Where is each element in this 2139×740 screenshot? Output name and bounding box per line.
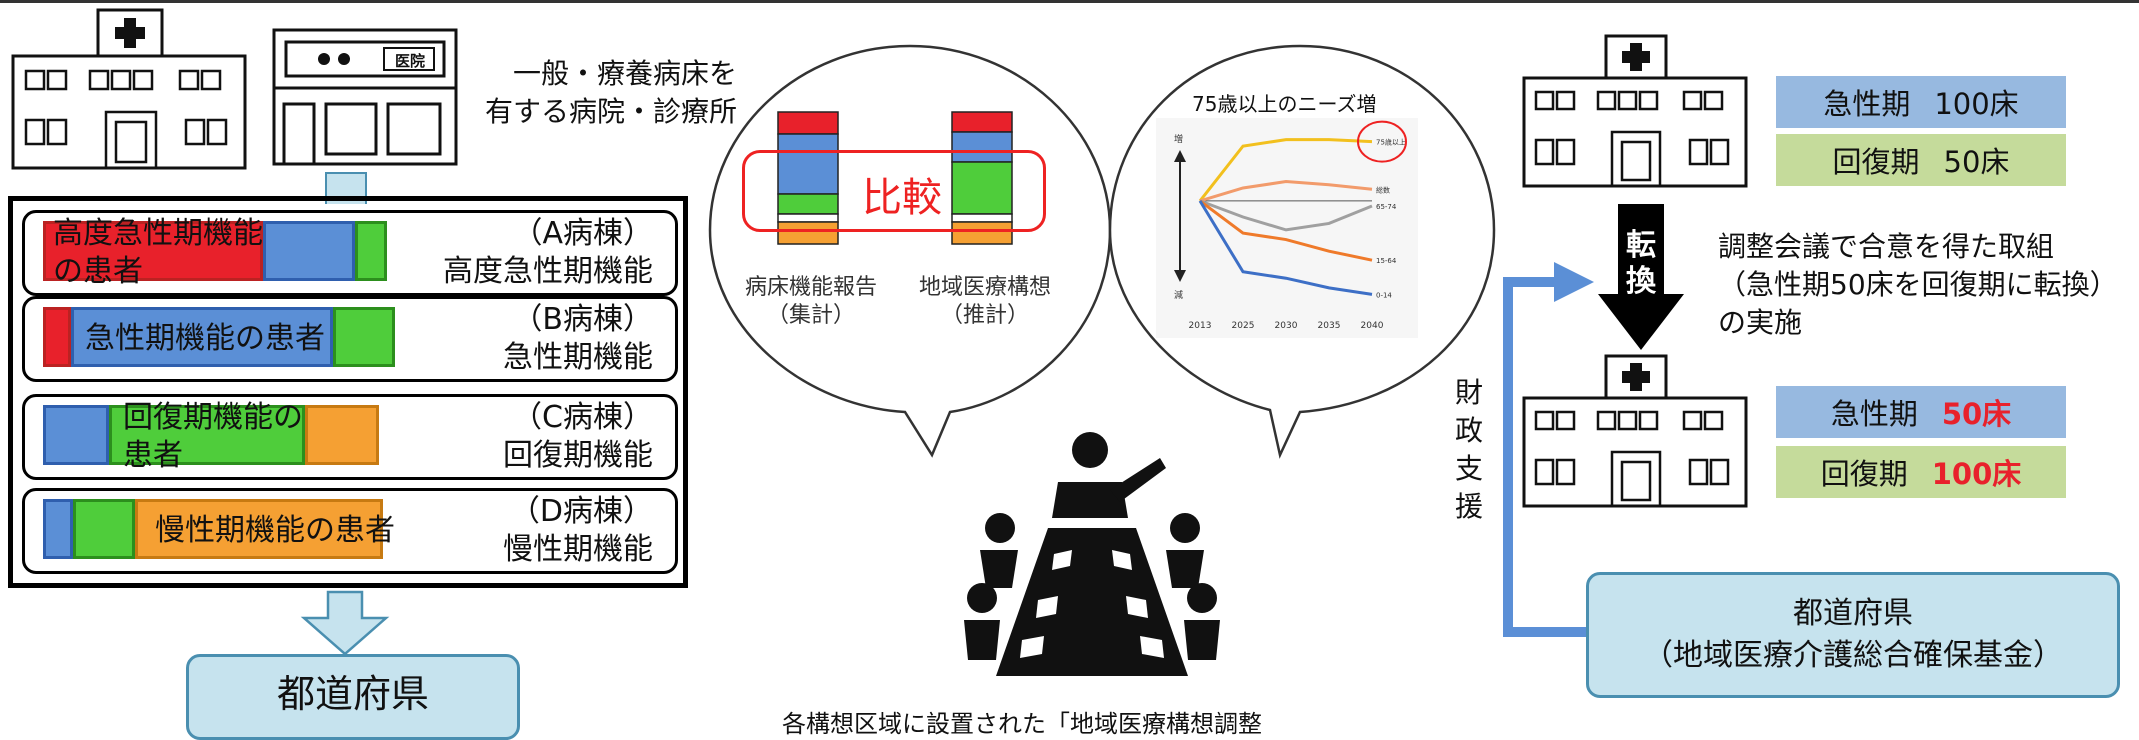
bar-green [73,499,135,559]
patient-label-b: 急性期機能の患者 [85,321,325,356]
y-bottom-label: 減 [1174,289,1183,301]
series-line [1199,199,1373,262]
series-line [1198,138,1373,202]
arrow-down-head [1174,270,1186,282]
prefecture-fund-box: 都道府県 （地域医療介護総合確保基金） [1586,572,2120,698]
clinic-building-icon [272,28,458,166]
series-line [1199,199,1373,232]
x-tick-label: 2013 [1189,321,1212,331]
ward-d-row: 慢性期機能の患者 （D病棟） 慢性期機能 [22,488,678,574]
meeting-caption: 各構想区域に設置された「地域医療構想調整 [782,710,1262,738]
hospital-after-icon [1522,354,1748,508]
before-recovery-row: 回復期 50床 [1776,134,2066,186]
chart-background [1156,118,1418,338]
bar-green [333,307,395,367]
bar-red [43,307,71,367]
ward-container [8,196,688,588]
bar-orange [135,499,383,559]
patient-label-c: 回復期機能の 患者 [123,400,303,473]
y-top-label: 増 [1174,133,1183,145]
ward-c-row: 回復期機能の 患者 （C病棟） 回復期機能 [22,394,678,480]
series-label: 15-64 [1376,257,1397,265]
report-caption: 病床機能報告 （集計） [744,275,877,328]
ward-c-label: （C病棟） 回復期機能 [503,400,653,473]
bar-red [43,221,263,281]
x-tick-label: 2035 [1318,321,1341,331]
financial-support-label: 財 政 支 援 [1454,376,1483,523]
patient-label-a: 高度急性期機能 の患者 [53,216,263,289]
bar-blue [43,405,109,465]
prefecture-box-left: 都道府県 [186,654,520,740]
series-label: 75歳以上 [1376,138,1406,147]
bar-green [109,405,305,465]
after-recovery-row: 回復期 100床 [1776,446,2066,498]
down-arrow-icon [300,590,390,656]
hospital-building-icon [11,8,247,170]
facility-caption: 一般・療養病床を 有する病院・診療所 [484,57,737,128]
top-rule [0,0,2139,3]
needs-chart-title: 75歳以上のニーズ増 [1192,92,1377,116]
conversion-arrow-icon [1598,204,1684,350]
series-label: 65-74 [1376,203,1397,211]
series-label: 総数 [1376,185,1390,194]
x-tick-label: 2040 [1361,321,1384,331]
bar-blue [71,307,333,367]
bar-blue [43,499,73,559]
bar-blue [263,221,355,281]
ward-b-label: （B病棟） 急性期機能 [503,302,653,375]
ward-b-row: 急性期機能の患者 （B病棟） 急性期機能 [22,296,678,382]
comparison-stacked-bars [777,111,1013,245]
after-acute-row: 急性期 50床 [1776,386,2066,438]
compare-label: 比較 [858,165,946,223]
compare-highlight [742,150,1046,232]
ward-a-row: 高度急性期機能 の患者 （A病棟） 高度急性期機能 [22,210,678,296]
support-arrow-icon [1503,262,1594,637]
clinic-sign: 医院 [394,52,425,70]
series-label: 0-14 [1376,291,1392,299]
highlight-circle [1357,120,1407,163]
agreement-text: 調整会議で合意を得た取組 （急性期50床を回復期に転換） の実施 [1718,230,2118,339]
ward-d-label: （D病棟） 慢性期機能 [503,494,653,567]
arrow-up-head [1174,150,1186,162]
bar-orange [305,405,379,465]
before-acute-row: 急性期 100床 [1776,76,2066,128]
patient-label-d: 慢性期機能の患者 [155,513,395,548]
hospital-before-icon [1522,34,1748,188]
series-line [1199,180,1373,203]
series-line [1198,200,1373,296]
ward-a-label: （A病棟） 高度急性期機能 [443,216,653,289]
bar-green [355,221,387,281]
vision-caption: 地域医療構想 （推計） [918,275,1051,328]
x-tick-label: 2025 [1232,321,1255,331]
conversion-label: 転 換 [1626,228,1656,299]
meeting-people-icon [964,432,1220,676]
x-tick-label: 2030 [1275,321,1298,331]
